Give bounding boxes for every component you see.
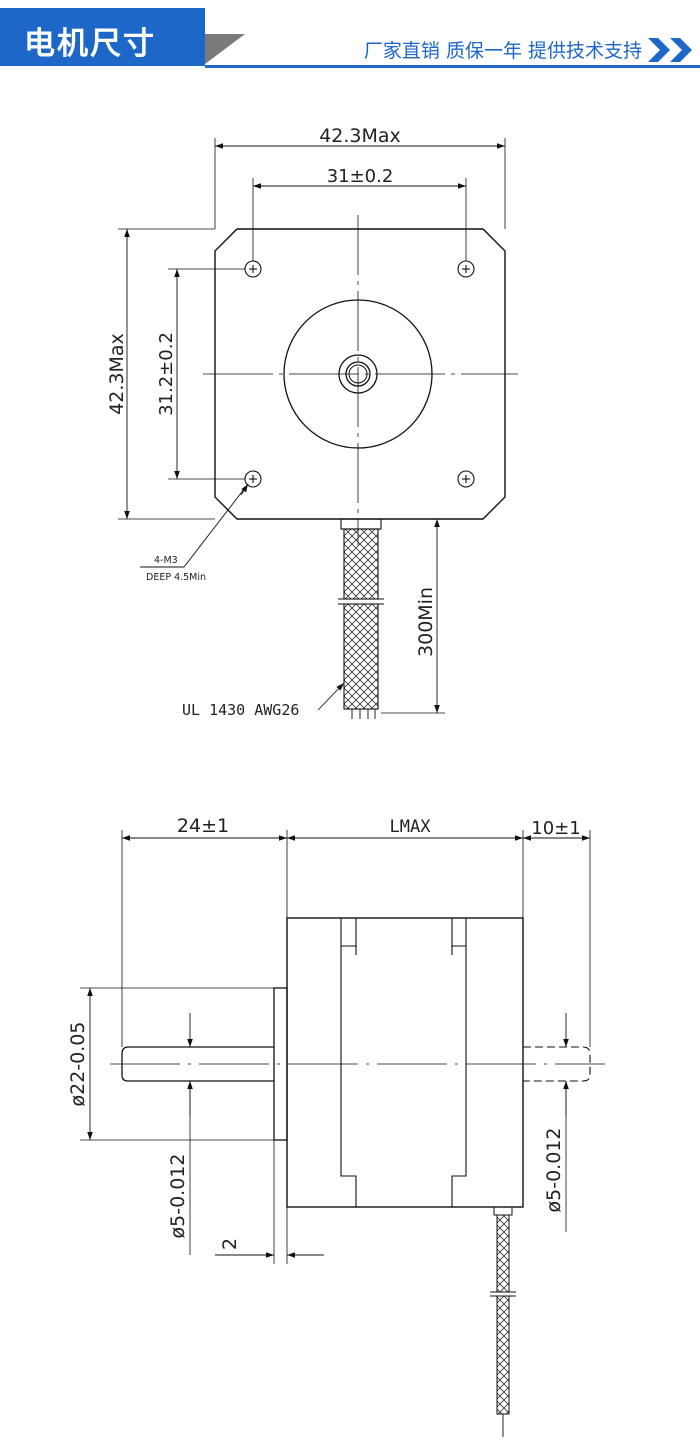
side-lead-exit [493,1206,513,1216]
dim-lead-length: 300Min [415,587,437,657]
rear-shaft [523,1046,591,1082]
front-shaft [121,1046,274,1082]
lead-wire-exit [340,518,382,530]
dim-boss-diameter: ø22-0.05 [67,1022,89,1107]
page-header: 电机尺寸 厂家直销 质保一年 提供技术支持 [0,0,700,70]
mounting-hole [244,260,262,278]
dim-front-shaft-diameter: ø5-0.012 [167,1154,189,1239]
boss-circle [283,299,433,449]
mounting-hole [457,260,475,278]
dim-height-max: 42.3Max [106,333,128,415]
dim-width-max: 42.3Max [319,125,401,147]
header-tagline: 厂家直销 质保一年 提供技术支持 [363,40,642,62]
screw-spec-label: 4-M3 [154,555,178,566]
dim-boss-height: 2 [219,1238,241,1250]
page-title: 电机尺寸 [24,26,156,62]
title-banner-slant [205,34,245,64]
title-banner: 电机尺寸 [0,8,205,66]
motor-front-outline [214,228,506,520]
header-divider [205,65,700,68]
dim-rear-shaft-length: 10±1 [531,818,580,839]
double-chevron-right-icon [648,38,692,62]
motor-body-side [286,917,524,1208]
dim-hole-spacing-h: 31±0.2 [327,166,394,187]
flange-boss [273,987,288,1141]
front-view [118,138,518,719]
shaft-outer [338,354,378,394]
wire-spec-label: UL 1430 AWG26 [182,701,299,719]
shaft-inner [345,361,371,387]
mounting-hole [457,470,475,488]
dim-body-length: LMAX [390,817,432,837]
side-view [80,830,605,1437]
dim-rear-shaft-diameter: ø5-0.012 [543,1128,565,1213]
screw-depth-label: DEEP 4.5Min [146,572,206,583]
dim-shaft-length: 24±1 [177,815,229,837]
lead-wire-cable [343,528,379,600]
dim-hole-spacing-v: 31.2±0.2 [156,332,177,416]
